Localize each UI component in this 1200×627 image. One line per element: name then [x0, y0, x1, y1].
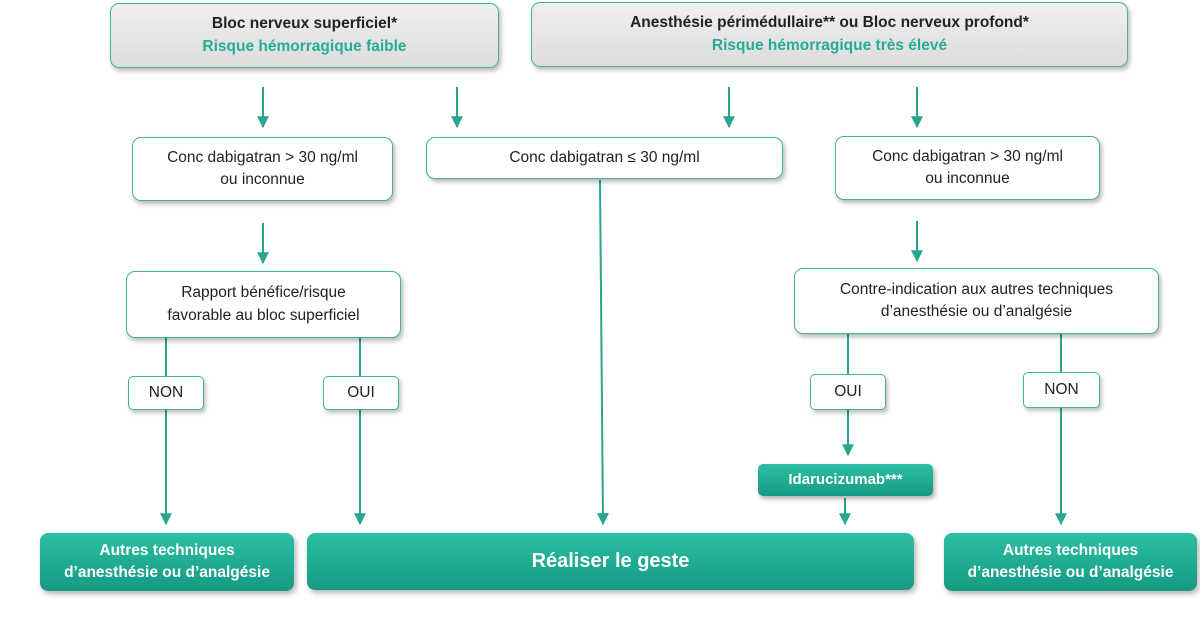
condition-left-line1: Conc dabigatran > 30 ng/ml: [167, 148, 358, 166]
question-benefit-risk: Rapport bénéfice/risque favorable au blo…: [126, 271, 401, 338]
condition-right-line1: Conc dabigatran > 30 ng/ml: [872, 147, 1063, 165]
condition-center-low-concentration: Conc dabigatran ≤ 30 ng/ml: [426, 137, 783, 179]
answer-right-non: NON: [1023, 372, 1100, 408]
answer-left-non-label: NON: [148, 383, 184, 401]
question-left-line2: favorable au bloc superficiel: [167, 306, 360, 324]
question-right-line1: Contre-indication aux autres techniques: [839, 280, 1114, 298]
answer-right-oui: OUI: [810, 374, 886, 410]
answer-right-non-label: NON: [1044, 380, 1079, 398]
condition-center-line1: Conc dabigatran ≤ 30 ng/ml: [509, 148, 700, 166]
idarucizumab-label: Idarucizumab***: [788, 471, 903, 489]
header-superficial-block: Bloc nerveux superficiel* Risque hémorra…: [110, 3, 499, 68]
condition-left-high-concentration: Conc dabigatran > 30 ng/ml ou inconnue: [132, 137, 393, 201]
question-right-line2: d’anesthésie ou d’analgésie: [880, 303, 1073, 320]
outcome-center-label: Réaliser le geste: [531, 550, 690, 572]
outcome-left-line1: Autres techniques: [99, 541, 235, 559]
answer-left-oui-label: OUI: [347, 383, 375, 401]
condition-left-line2: ou inconnue: [220, 171, 305, 188]
condition-right-line2: ou inconnue: [925, 170, 1010, 187]
outcome-right-line1: Autres techniques: [1002, 541, 1139, 559]
header-deep-risk: Risque hémorragique très élevé: [711, 36, 948, 54]
outcome-right-other-techniques: Autres techniques d’anesthésie ou d’anal…: [944, 533, 1197, 591]
idarucizumab-box: Idarucizumab***: [758, 464, 933, 496]
arrow-center-condition-to-realiser: [596, 179, 609, 526]
header-deep-block: Anesthésie périmédullaire** ou Bloc nerv…: [531, 2, 1128, 67]
question-left-line1: Rapport bénéfice/risque: [181, 284, 346, 302]
outcome-left-line2: d’anesthésie ou d’analgésie: [64, 564, 270, 581]
question-contraindication: Contre-indication aux autres techniques …: [794, 268, 1159, 334]
outcome-realiser-le-geste: Réaliser le geste: [307, 533, 914, 590]
answer-left-oui: OUI: [323, 376, 399, 410]
outcome-left-other-techniques: Autres techniques d’anesthésie ou d’anal…: [40, 533, 294, 591]
answer-left-non: NON: [128, 376, 204, 410]
header-superficial-title: Bloc nerveux superficiel*: [211, 15, 398, 33]
condition-right-high-concentration: Conc dabigatran > 30 ng/ml ou inconnue: [835, 136, 1100, 200]
header-superficial-risk: Risque hémorragique faible: [202, 37, 407, 55]
outcome-right-line2: d’anesthésie ou d’analgésie: [967, 564, 1174, 581]
answer-right-oui-label: OUI: [834, 382, 862, 400]
header-deep-title: Anesthésie périmédullaire** ou Bloc nerv…: [630, 14, 1029, 32]
